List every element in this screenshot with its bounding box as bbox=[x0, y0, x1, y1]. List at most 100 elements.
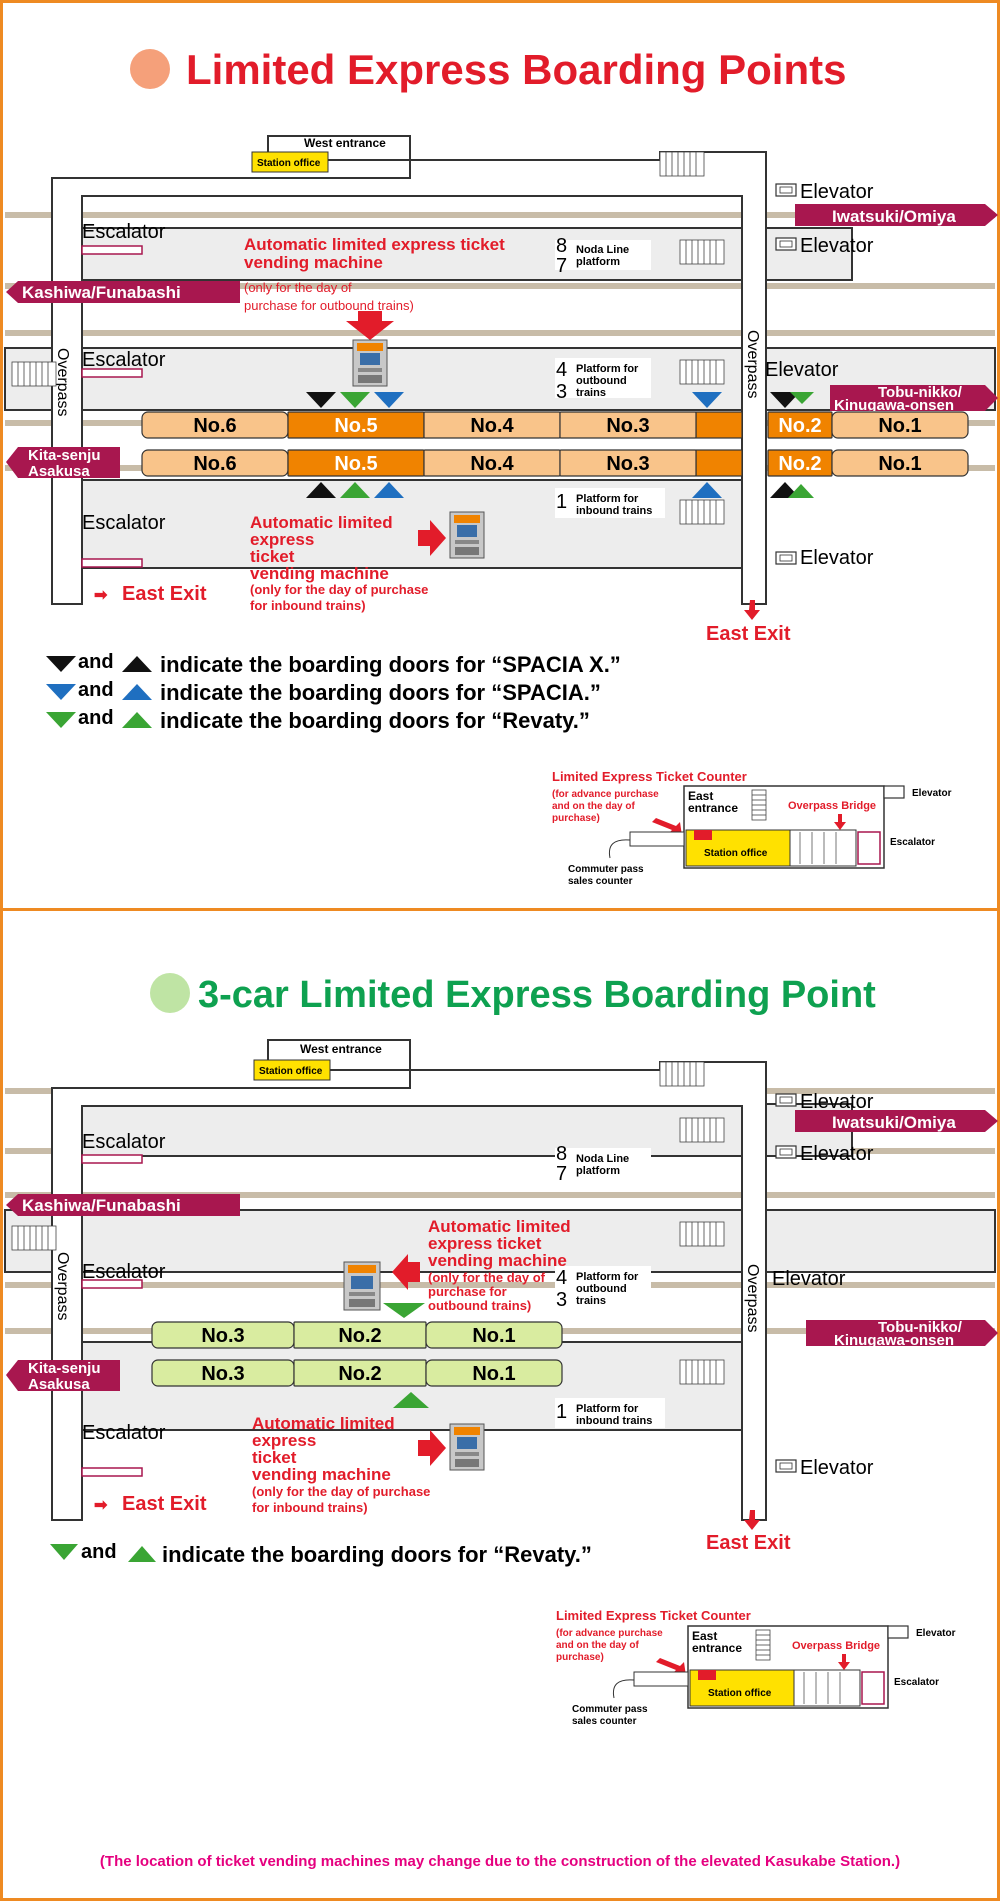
tvm-outbound-label: express ticket bbox=[428, 1234, 542, 1253]
overpass-label: Overpass bbox=[744, 1264, 761, 1332]
tvm-inbound-label: express bbox=[252, 1431, 316, 1450]
door-revaty-icon bbox=[393, 1392, 429, 1408]
track-number: 8 bbox=[556, 1143, 567, 1165]
tvm-inbound-note: for inbound trains) bbox=[252, 1500, 368, 1515]
elevator-label: Elevator bbox=[800, 181, 874, 203]
escalator-icon bbox=[81, 368, 143, 378]
train-car-label: No.3 bbox=[201, 1363, 244, 1385]
track-number: 4 bbox=[556, 359, 567, 381]
track bbox=[5, 330, 995, 336]
ticket-vending-machine-icon bbox=[343, 1261, 381, 1311]
noda-line-platform bbox=[81, 1103, 853, 1157]
outbound-label: trains bbox=[576, 1295, 606, 1307]
inbound-label: Platform for bbox=[576, 493, 639, 505]
elevator-icon bbox=[775, 1093, 797, 1107]
east-exit-label: East Exit bbox=[122, 1493, 207, 1515]
ticket-vending-machine-icon bbox=[352, 339, 388, 387]
outbound-label: trains bbox=[576, 387, 606, 399]
inset-title: Limited Express Ticket Counter bbox=[552, 769, 747, 784]
asakusa-label: Asakusa bbox=[28, 463, 90, 480]
elevator-label: Elevator bbox=[800, 235, 874, 257]
escalator-label: Escalator bbox=[82, 1422, 166, 1444]
tvm-inbound-note: (only for the day of purchase bbox=[252, 1484, 430, 1499]
iwatsuki-label: Iwatsuki/Omiya bbox=[832, 1113, 956, 1132]
arrow-right-icon: ➡ bbox=[94, 587, 108, 604]
outbound-label-bg bbox=[555, 1266, 651, 1306]
inset-east-entrance: East bbox=[688, 789, 713, 803]
stairs bbox=[679, 499, 725, 525]
tvm-inbound-label: ticket bbox=[250, 547, 295, 566]
door-spacia-icon bbox=[692, 482, 722, 498]
tvm-outbound-note: (only for the day of bbox=[244, 280, 352, 295]
legend-revaty: indicate the boarding doors for “Revaty.… bbox=[160, 708, 590, 733]
ticket-vending-machine-icon bbox=[449, 511, 485, 559]
section1-bullet bbox=[130, 49, 170, 89]
track bbox=[5, 1282, 995, 1288]
inset-bridge bbox=[789, 829, 857, 867]
train-car bbox=[695, 449, 743, 477]
stairs bbox=[11, 1225, 57, 1251]
track bbox=[5, 1192, 995, 1198]
kita-senju-label: Kita-senju bbox=[28, 447, 101, 464]
inset-sub: (for advance purchase bbox=[552, 789, 659, 800]
escalator-label: Escalator bbox=[82, 1131, 166, 1153]
station-office-label: Station office bbox=[257, 158, 321, 169]
tvm-outbound-note: purchase for outbound trains) bbox=[244, 298, 414, 313]
overpass-label: Overpass bbox=[54, 1252, 71, 1320]
tvm-outbound-note: (only for the day of bbox=[428, 1270, 546, 1285]
section1-title: Limited Express Boarding Points bbox=[186, 46, 846, 93]
arrow-down-icon bbox=[346, 311, 394, 340]
elevator-label: Elevator bbox=[800, 1091, 874, 1113]
escalator-icon bbox=[81, 245, 143, 255]
stairs bbox=[755, 1629, 771, 1661]
train-car bbox=[831, 449, 969, 477]
train-car-label: No.3 bbox=[606, 453, 649, 475]
train-car-label: No.2 bbox=[338, 1325, 381, 1347]
train-car-label: No.1 bbox=[472, 1363, 515, 1385]
inbound-label-bg bbox=[555, 1398, 665, 1428]
legend-down-icon bbox=[46, 656, 76, 672]
train-car bbox=[559, 411, 697, 439]
inset-counter bbox=[694, 830, 712, 840]
leader-line bbox=[612, 1679, 635, 1699]
elevator-icon bbox=[775, 183, 797, 197]
arrow-down-icon bbox=[834, 814, 846, 830]
arrow-right-icon bbox=[418, 520, 446, 556]
legend-spacia: indicate the boarding doors for “SPACIA.… bbox=[160, 680, 601, 705]
inset-east-entrance: entrance bbox=[692, 1641, 742, 1655]
door-revaty-icon bbox=[340, 392, 370, 408]
section2-bullet bbox=[150, 973, 190, 1013]
train-car-label: No.4 bbox=[470, 453, 514, 475]
legend-down-icon bbox=[50, 1544, 78, 1560]
section-divider bbox=[3, 908, 997, 911]
legend-up-icon bbox=[122, 656, 152, 672]
inset-sub: and on the day of bbox=[552, 801, 635, 812]
door-revaty-icon bbox=[340, 482, 370, 498]
direction-arrow-kashiwa bbox=[6, 281, 240, 303]
train-car-label: No.4 bbox=[470, 415, 514, 437]
direction-arrow-kashiwa bbox=[6, 1194, 240, 1216]
tvm-outbound-label: Automatic limited express ticket bbox=[244, 235, 505, 254]
direction-arrow-iwatsuki bbox=[795, 1110, 998, 1132]
track bbox=[5, 283, 995, 289]
east-exit-label: East Exit bbox=[706, 623, 791, 645]
west-entrance-label: West entrance bbox=[300, 1042, 382, 1056]
ticket-vending-machine-icon bbox=[449, 1423, 485, 1471]
tobu-nikko-label: Tobu-nikko/ bbox=[878, 1319, 963, 1336]
legend-down-icon bbox=[46, 684, 76, 700]
legend-down-icon bbox=[46, 712, 76, 728]
direction-arrow-iwatsuki bbox=[795, 204, 998, 226]
tvm-outbound-note: purchase for bbox=[428, 1284, 507, 1299]
stairs bbox=[679, 239, 725, 265]
kinugawa-label: Kinugawa-onsen bbox=[834, 1332, 954, 1349]
outbound-platform bbox=[4, 1209, 996, 1273]
tvm-inbound-label: vending machine bbox=[252, 1465, 391, 1484]
door-spacia-icon bbox=[374, 482, 404, 498]
tvm-outbound-label: vending machine bbox=[428, 1251, 567, 1270]
inset-escalator: Escalator bbox=[890, 837, 935, 848]
train-car-label: No.2 bbox=[778, 453, 821, 475]
door-spacia-icon bbox=[374, 392, 404, 408]
noda-label-bg bbox=[555, 1148, 651, 1178]
